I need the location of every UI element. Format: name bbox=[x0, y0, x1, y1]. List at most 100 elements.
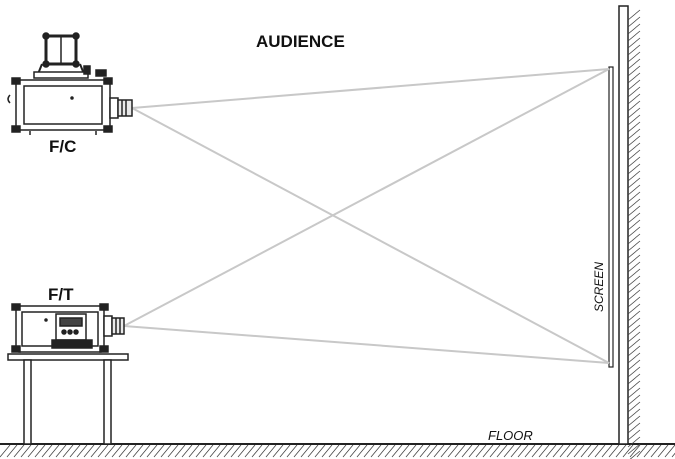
wall-hatch-line bbox=[627, 408, 641, 420]
wall-hatch-line bbox=[627, 352, 641, 364]
floor-hatch-line bbox=[265, 444, 277, 458]
wall-hatch-line bbox=[627, 345, 641, 357]
floor-hatch-line bbox=[69, 444, 81, 458]
wall-hatch-line bbox=[627, 72, 641, 84]
floor-hatch-line bbox=[503, 444, 515, 458]
floor-hatch-line bbox=[531, 444, 543, 458]
floor-hatch-line bbox=[6, 444, 18, 458]
wall-hatch-line bbox=[627, 9, 641, 21]
floor-hatch-line bbox=[601, 444, 613, 458]
wall-hatch-line bbox=[627, 233, 641, 245]
wall-hatch-line bbox=[627, 247, 641, 259]
floor-hatch-line bbox=[671, 452, 675, 458]
wall-hatch-line bbox=[627, 401, 641, 413]
wall-hatch-line bbox=[627, 198, 641, 210]
floor-hatch-line bbox=[97, 444, 109, 458]
ceiling-mount-label: F/C bbox=[49, 137, 77, 156]
floor-hatch-line bbox=[188, 444, 200, 458]
floor-hatch-line bbox=[461, 444, 473, 458]
floor-hatch-line bbox=[433, 444, 445, 458]
wall-hatch-line bbox=[627, 170, 641, 182]
wall-hatch-line bbox=[627, 86, 641, 98]
wall-hatch-line bbox=[627, 366, 641, 378]
beam-ft-top bbox=[123, 68, 610, 327]
floor-hatch-line bbox=[125, 444, 137, 458]
floor-hatch-line bbox=[377, 444, 389, 458]
floor-hatch-line bbox=[517, 444, 529, 458]
wall-hatch-line bbox=[627, 226, 641, 238]
floor-hatch-line bbox=[629, 444, 641, 458]
wall-hatch-line bbox=[627, 254, 641, 266]
wall-hatch-line bbox=[627, 149, 641, 161]
wall-hatch-line bbox=[627, 156, 641, 168]
floor-hatch-line bbox=[524, 444, 536, 458]
floor-hatch-line bbox=[482, 444, 494, 458]
floor-hatch-line bbox=[160, 444, 172, 458]
floor-hatch-line bbox=[118, 444, 130, 458]
floor-hatch-line bbox=[167, 444, 179, 458]
floor-hatch-line bbox=[622, 444, 634, 458]
rigging-frame bbox=[33, 32, 107, 79]
floor-hatch-line bbox=[307, 444, 319, 458]
floor-hatch-line bbox=[90, 444, 102, 458]
floor-hatch-line bbox=[34, 444, 46, 458]
floor-hatch-line bbox=[615, 444, 627, 458]
wall-hatch-line bbox=[629, 450, 641, 459]
floor-hatch-line bbox=[209, 444, 221, 458]
table-leg-right bbox=[103, 359, 112, 445]
floor-hatch-line bbox=[321, 444, 333, 458]
floor-hatch-line bbox=[538, 444, 550, 458]
floor-hatch-line bbox=[272, 444, 284, 458]
floor-hatch-line bbox=[398, 444, 410, 458]
floor-hatch-line bbox=[552, 444, 564, 458]
floor bbox=[0, 443, 675, 458]
floor-hatch-line bbox=[489, 444, 501, 458]
wall-hatch-line bbox=[627, 142, 641, 154]
wall-hatch-line bbox=[627, 310, 641, 322]
floor-hatch-line bbox=[356, 444, 368, 458]
wall-hatch-line bbox=[627, 128, 641, 140]
wall-hatch-line bbox=[627, 443, 641, 455]
wall-hatch-line bbox=[627, 79, 641, 91]
wall-hatch-line bbox=[627, 338, 641, 350]
control-panel bbox=[51, 313, 93, 349]
wall-hatch-line bbox=[627, 16, 641, 28]
floor-hatch-line bbox=[426, 444, 438, 458]
beam-ft-bottom bbox=[123, 325, 610, 364]
floor-hatch-line bbox=[237, 444, 249, 458]
wall-hatch-line bbox=[627, 44, 641, 56]
floor-hatch-line bbox=[496, 444, 508, 458]
floor-hatch-line bbox=[202, 444, 214, 458]
floor-hatch-line bbox=[447, 444, 459, 458]
wall-hatch-line bbox=[627, 107, 641, 119]
projection-beams bbox=[123, 68, 610, 364]
wall-hatch-line bbox=[627, 373, 641, 385]
projection-screen bbox=[608, 66, 614, 368]
floor-hatch-line bbox=[328, 444, 340, 458]
floor-hatch-line bbox=[664, 444, 675, 458]
wall-hatch-line bbox=[627, 415, 641, 427]
floor-hatch-line bbox=[0, 444, 11, 458]
beam-fc-bottom bbox=[131, 107, 610, 364]
floor-hatch-line bbox=[405, 444, 417, 458]
floor-hatch-line bbox=[132, 444, 144, 458]
floor-hatch-line bbox=[41, 444, 53, 458]
wall-hatch-line bbox=[627, 429, 641, 441]
floor-hatch-line bbox=[594, 444, 606, 458]
wall-hatch-line bbox=[627, 184, 641, 196]
beam-fc-top bbox=[131, 68, 610, 109]
wall-hatch-line bbox=[627, 30, 641, 42]
floor-hatch-line bbox=[174, 444, 186, 458]
floor-hatch-line bbox=[223, 444, 235, 458]
floor-hatch-line bbox=[244, 444, 256, 458]
audience-label: AUDIENCE bbox=[256, 32, 345, 51]
floor-hatch-line bbox=[545, 444, 557, 458]
floor-label: FLOOR bbox=[488, 428, 533, 443]
wall-hatch-line bbox=[627, 65, 641, 77]
lens bbox=[103, 315, 125, 337]
floor-hatch-line bbox=[650, 444, 662, 458]
floor-hatch-line bbox=[440, 444, 452, 458]
floor-hatch-line bbox=[335, 444, 347, 458]
table-leg-left bbox=[23, 359, 32, 445]
floor-hatch-line bbox=[195, 444, 207, 458]
